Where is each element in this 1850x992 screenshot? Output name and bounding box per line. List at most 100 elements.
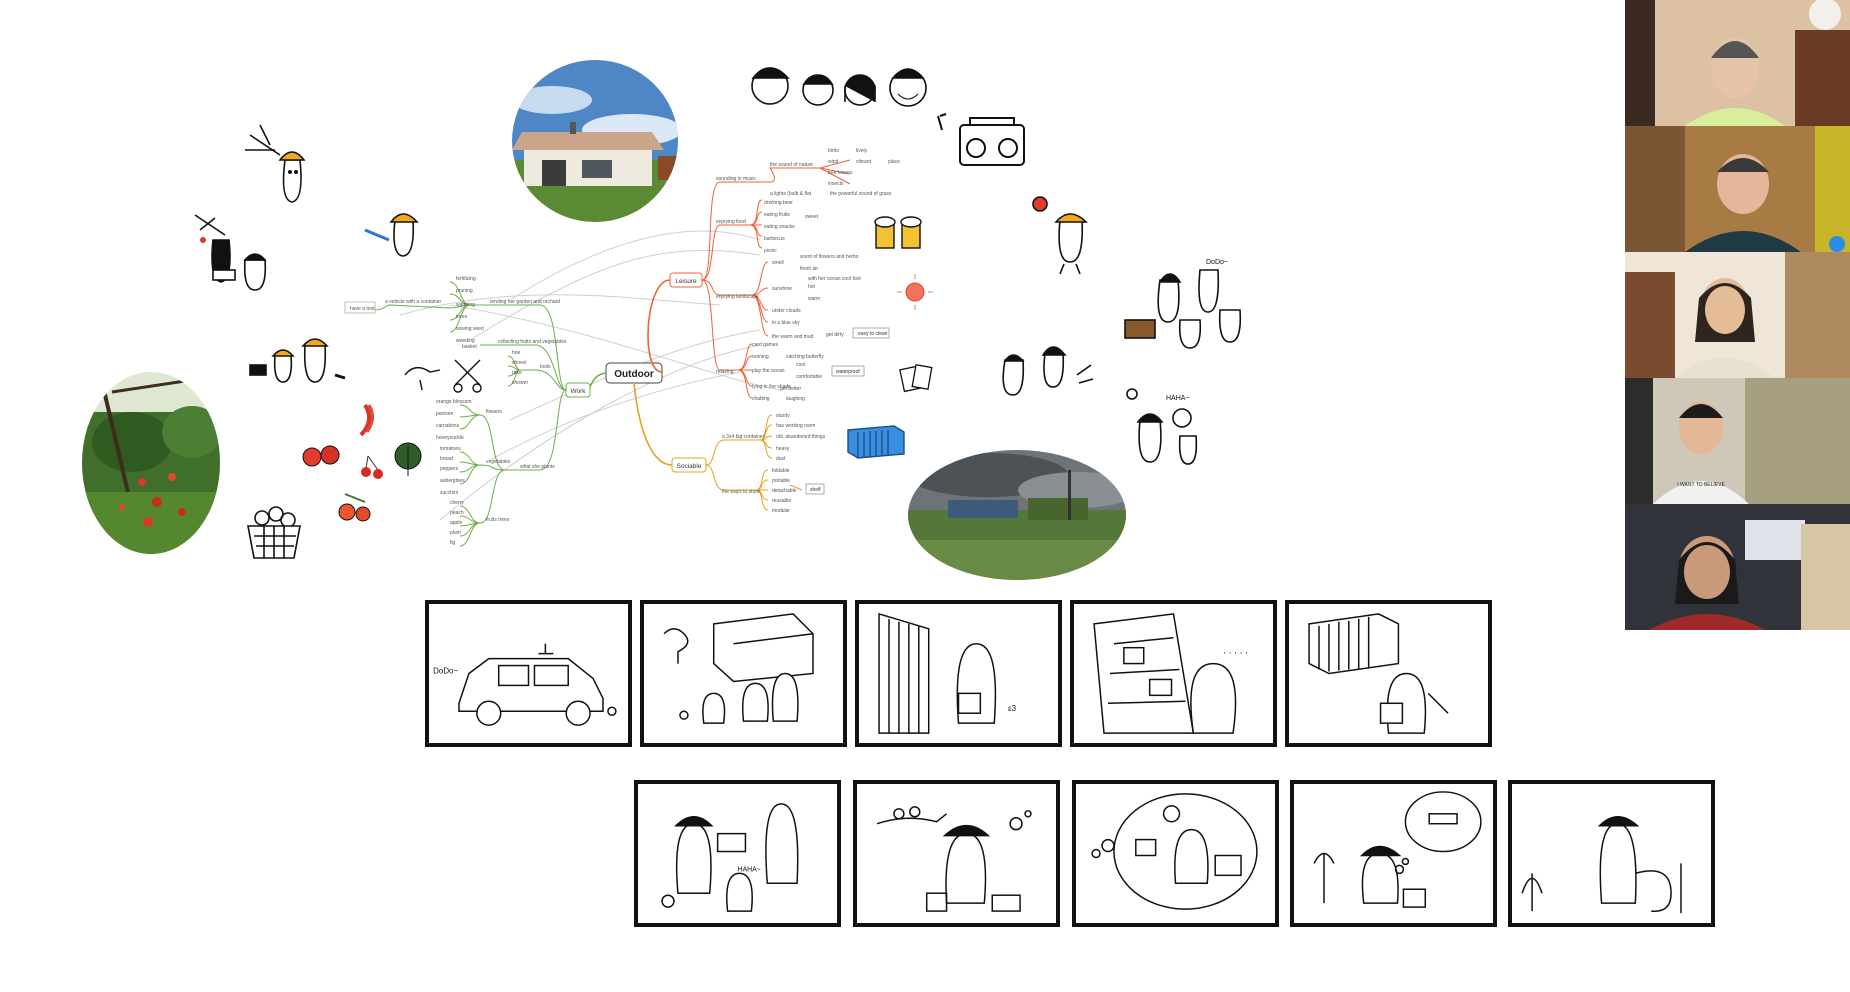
participant-1-video[interactable]	[1625, 0, 1850, 126]
svg-text:barbecue: barbecue	[764, 236, 785, 242]
svg-text:detachable: detachable	[772, 488, 797, 494]
svg-text:has working room: has working room	[776, 423, 815, 429]
svg-text:collecting fruits and vegetabl: collecting fruits and vegetables	[498, 339, 567, 345]
sociable-node[interactable]: Sociable	[671, 457, 707, 473]
leisure-node[interactable]: Leisure	[669, 272, 703, 288]
svg-text:plum: plum	[450, 530, 461, 536]
svg-text:get better: get better	[780, 386, 801, 392]
svg-text:weeding: weeding	[456, 338, 475, 344]
storyboard-panel-bench[interactable]	[853, 780, 1060, 927]
svg-text:reusable: reusable	[772, 498, 791, 504]
mind-map: Outdoor Work tending he	[344, 148, 900, 547]
storyboard-panel-watering[interactable]	[1508, 780, 1715, 927]
svg-text:watering: watering	[456, 302, 475, 308]
participant-4-video[interactable]: I WANT TO BELIEVE	[1625, 378, 1850, 504]
svg-text:cool: cool	[796, 362, 805, 368]
svg-text:fresh air: fresh air	[800, 266, 818, 272]
svg-text:honeysuckle: honeysuckle	[436, 435, 464, 441]
house-photo[interactable]	[512, 60, 678, 222]
svg-text:Leisure: Leisure	[675, 278, 697, 285]
chili-doodle	[359, 403, 374, 437]
svg-text:enjoying food: enjoying food	[716, 219, 746, 225]
participant-5-video[interactable]	[1625, 504, 1850, 630]
svg-text:wind: wind	[828, 159, 839, 165]
cards-doodle	[899, 364, 933, 393]
svg-text:tomatoes: tomatoes	[440, 446, 461, 452]
svg-text:peppers: peppers	[440, 466, 459, 472]
svg-text:sweet: sweet	[805, 214, 819, 220]
tag-waterproof[interactable]: waterproof	[831, 365, 865, 377]
harvesting-doodle	[194, 214, 267, 291]
svg-text:modular: modular	[772, 508, 790, 514]
svg-text:the powerful sound of grass: the powerful sound of grass	[830, 191, 892, 197]
svg-text:place: place	[888, 159, 900, 165]
svg-text:Sociable: Sociable	[677, 463, 702, 470]
participant-3-video[interactable]	[1625, 252, 1850, 378]
svg-text:HAHA~: HAHA~	[738, 866, 761, 873]
svg-text:foldable: foldable	[772, 468, 790, 474]
radio-doodle	[937, 113, 1025, 166]
storyboard-panel-dream-stool[interactable]	[1290, 780, 1497, 927]
storyboard-panel-friends[interactable]: HAHA~	[634, 780, 841, 927]
svg-text:shower: shower	[512, 380, 528, 386]
svg-text:jasmine: jasmine	[435, 411, 453, 417]
svg-text:fig: fig	[450, 540, 456, 546]
svg-text:birds: birds	[828, 148, 839, 154]
whiteboard-canvas[interactable]: Outdoor Work tending he	[0, 0, 1715, 992]
svg-text:card games: card games	[752, 342, 779, 348]
work-node[interactable]: Work	[565, 382, 591, 398]
storyboard-panel-dream-sun[interactable]	[1072, 780, 1279, 927]
cherry-doodle	[361, 455, 383, 479]
participant-2-video[interactable]	[1625, 126, 1850, 252]
svg-text:picnic: picnic	[764, 248, 777, 254]
svg-text:eating snacks: eating snacks	[764, 224, 795, 230]
svg-text:in a blue sky: in a blue sky	[772, 320, 800, 326]
tomato-doodle	[302, 445, 340, 467]
weeding-doodle	[249, 338, 346, 383]
svg-text:sounding in music: sounding in music	[716, 176, 757, 182]
storyboard-panel-house[interactable]	[640, 600, 847, 747]
svg-text:pruning: pruning	[456, 288, 473, 294]
svg-text:carnations: carnations	[436, 423, 460, 429]
svg-text:laughing: laughing	[786, 396, 805, 402]
svg-text:dust: dust	[776, 456, 786, 462]
svg-text:. . . . .: . . . . .	[1223, 646, 1248, 657]
svg-text:flowers: flowers	[486, 409, 502, 415]
svg-text:ε3: ε3	[1008, 704, 1017, 713]
beer-doodle	[874, 216, 922, 249]
watering-can-doodle	[364, 213, 419, 257]
svg-text:eating fruits: eating fruits	[764, 212, 790, 218]
svg-text:basket: basket	[462, 344, 477, 350]
svg-text:rake: rake	[512, 370, 522, 376]
orchard-photo[interactable]	[82, 372, 220, 554]
svg-text:lying in the shade: lying in the shade	[752, 384, 791, 390]
svg-text:a lights (bulb & flat: a lights (bulb & flat	[770, 191, 812, 197]
picnic-group-doodle: DoDo~	[1124, 259, 1242, 349]
svg-text:hoe: hoe	[512, 350, 521, 356]
svg-text:waterproof: waterproof	[836, 369, 860, 375]
svg-text:vegetables: vegetables	[486, 459, 511, 465]
tag-easy-to-clean[interactable]: easy to clean	[852, 327, 890, 339]
svg-text:I WANT TO BELIEVE: I WANT TO BELIEVE	[1677, 482, 1725, 488]
svg-text:peach: peach	[450, 510, 464, 516]
tag-shelf[interactable]: shelf	[805, 483, 825, 495]
svg-text:heavy: heavy	[776, 446, 790, 452]
tree-pruning-doodle	[245, 124, 306, 203]
svg-text:DoDo~: DoDo~	[433, 667, 458, 676]
storyboard-panel-basket[interactable]	[1285, 600, 1492, 747]
laughing-friends-doodle	[1002, 346, 1094, 396]
storyboard-panel-inside[interactable]: . . . . .	[1070, 600, 1277, 747]
butterfly-catching-doodle: HAHA~	[1126, 388, 1198, 465]
svg-text:zucchini: zucchini	[440, 490, 458, 496]
storyboard-panel-door[interactable]: ε3	[855, 600, 1062, 747]
storyboard-panel-car[interactable]: DoDo~	[425, 600, 632, 747]
field-photo[interactable]	[908, 450, 1126, 580]
svg-text:broad: broad	[440, 456, 453, 462]
svg-text:aubergines: aubergines	[440, 478, 465, 484]
have-a-tool-node[interactable]: have a tool	[344, 301, 376, 314]
svg-text:lively: lively	[856, 148, 868, 154]
svg-text:tending her garden and orchard: tending her garden and orchard	[490, 299, 560, 305]
svg-text:the sound of nature: the sound of nature	[770, 162, 813, 168]
svg-text:enjoying landscape: enjoying landscape	[716, 294, 759, 300]
svg-text:with her ocean cool foot: with her ocean cool foot	[808, 276, 861, 282]
